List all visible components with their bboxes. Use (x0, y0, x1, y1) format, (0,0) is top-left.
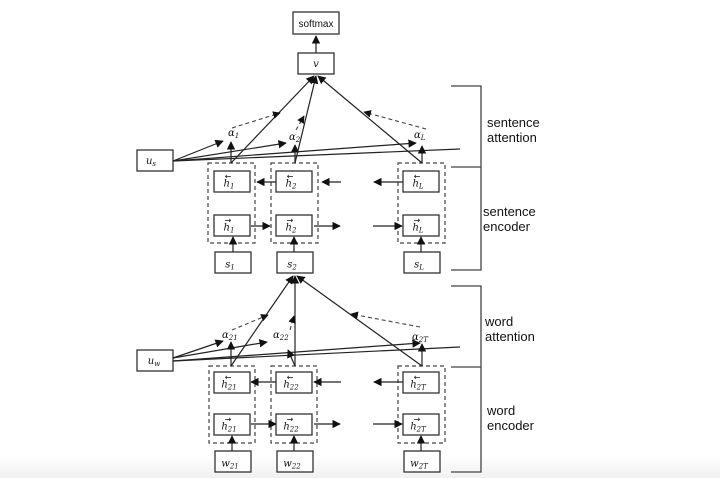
svg-text:us: us (146, 156, 156, 168)
sentence-forward-hidden-2: →hL (402, 214, 440, 237)
node-label: s1 (225, 260, 235, 272)
sentence-backward-hidden-1: ←h2 (275, 170, 313, 193)
node-label: h2T (410, 422, 427, 434)
us-extension-line (172, 148, 461, 162)
sentence-attention-label: sentence attention (487, 115, 543, 145)
word-forward-hidden-0: →h21 (213, 413, 251, 436)
h22-to-alpha22-arrow (287, 349, 296, 367)
svg-text:uw: uw (148, 356, 160, 368)
word-forward-hidden-2: →h2T (402, 413, 440, 436)
h2-to-v-arrow (294, 75, 319, 164)
node-label: hL (412, 223, 423, 235)
word-encoder-label: word encoder (486, 403, 535, 433)
alpha22-weight-dashed (288, 315, 296, 331)
word-input-2: w2T (403, 450, 441, 473)
direction-arrow-icon: → (287, 216, 294, 225)
direction-arrow-icon: ← (287, 373, 294, 382)
node-label: h2 (286, 179, 297, 191)
sentence-backward-hidden-2: ←hL (402, 170, 440, 193)
sentence-forward-hidden-1: →h2 (275, 214, 313, 237)
softmax-node: softmax (292, 11, 340, 35)
hL-to-v-arrow (317, 75, 423, 164)
word-annotation-group-21 (208, 365, 256, 444)
direction-arrow-icon: → (225, 415, 232, 424)
uw-to-alpha2T-arrow (172, 339, 421, 362)
word-annotation-group-22 (270, 365, 318, 444)
sentence-context-vector-node: us (136, 149, 174, 172)
word-forward-hidden-1: →h22 (275, 413, 313, 436)
sentence-bracket (451, 85, 482, 271)
alpha2-weight-dashed (295, 115, 305, 131)
node-label: sL (414, 260, 424, 272)
word-alpha-21: α21 (222, 330, 238, 342)
word-alpha-22: α22 (273, 330, 289, 342)
alpha2T-weight-dashed (350, 311, 421, 328)
v-label: v (313, 59, 319, 70)
softmax-label: softmax (298, 19, 333, 30)
word-backward-hidden-2: ←h2T (402, 371, 440, 394)
node-label: hL (412, 179, 423, 191)
sentence-alpha-L: αL (414, 130, 426, 142)
node-label: h2T (410, 380, 427, 392)
node-label: h2 (286, 223, 297, 235)
alpha1-weight-dashed (231, 111, 281, 129)
word-alpha-2T: α2T (412, 332, 429, 344)
direction-arrow-icon: → (414, 216, 421, 225)
uw-to-alpha21-arrow (172, 339, 224, 359)
sentence-input-1: s2 (276, 251, 314, 274)
node-label: w22 (283, 459, 301, 471)
us-to-alpha1-arrow (172, 139, 224, 162)
sentence-alpha-2: α2 (289, 132, 301, 144)
h1-to-v-arrow (230, 75, 315, 164)
sentence-input-2: sL (403, 251, 441, 274)
uw-extension-line (172, 346, 461, 362)
node-label: s2 (287, 260, 297, 272)
word-attention-label: word attention (484, 314, 535, 344)
sentence-forward-hidden-0: →h1 (213, 214, 251, 237)
uw-to-alpha22-arrow (172, 339, 268, 359)
word-backward-hidden-0: ←h21 (213, 371, 251, 394)
node-label: w21 (221, 459, 238, 471)
direction-arrow-icon: ← (414, 172, 421, 181)
sentence-encoder-label: sentence encoder (483, 204, 539, 234)
node-label: h1 (224, 223, 235, 235)
word-input-0: w21 (214, 450, 252, 473)
node-label: h21 (221, 380, 236, 392)
node-label: h1 (224, 179, 235, 191)
node-label: h21 (221, 422, 236, 434)
word-backward-hidden-1: ←h22 (275, 371, 313, 394)
word-input-1: w22 (276, 450, 314, 473)
sentence-input-0: s1 (214, 251, 252, 274)
node-label: h22 (283, 380, 299, 392)
direction-arrow-icon: → (225, 216, 232, 225)
alphaL-weight-dashed (363, 110, 427, 130)
direction-arrow-icon: ← (225, 172, 232, 181)
alpha21-weight-dashed (231, 314, 269, 331)
node-label: h22 (283, 422, 299, 434)
sentence-alpha-1: α1 (228, 128, 239, 140)
sentence-backward-hidden-0: ←h1 (213, 170, 251, 193)
direction-arrow-icon: → (414, 415, 421, 424)
direction-arrow-icon: → (287, 415, 294, 424)
node-label: w2T (410, 459, 429, 471)
word-context-vector-node: uw (136, 349, 174, 372)
direction-arrow-icon: ← (287, 172, 294, 181)
direction-arrow-icon: ← (225, 373, 232, 382)
document-vector-node: v (297, 52, 335, 75)
direction-arrow-icon: ← (414, 373, 421, 382)
us-to-alpha2-arrow (172, 140, 287, 162)
h2T-to-s2-arrow (296, 275, 423, 367)
word-bracket (451, 285, 482, 473)
